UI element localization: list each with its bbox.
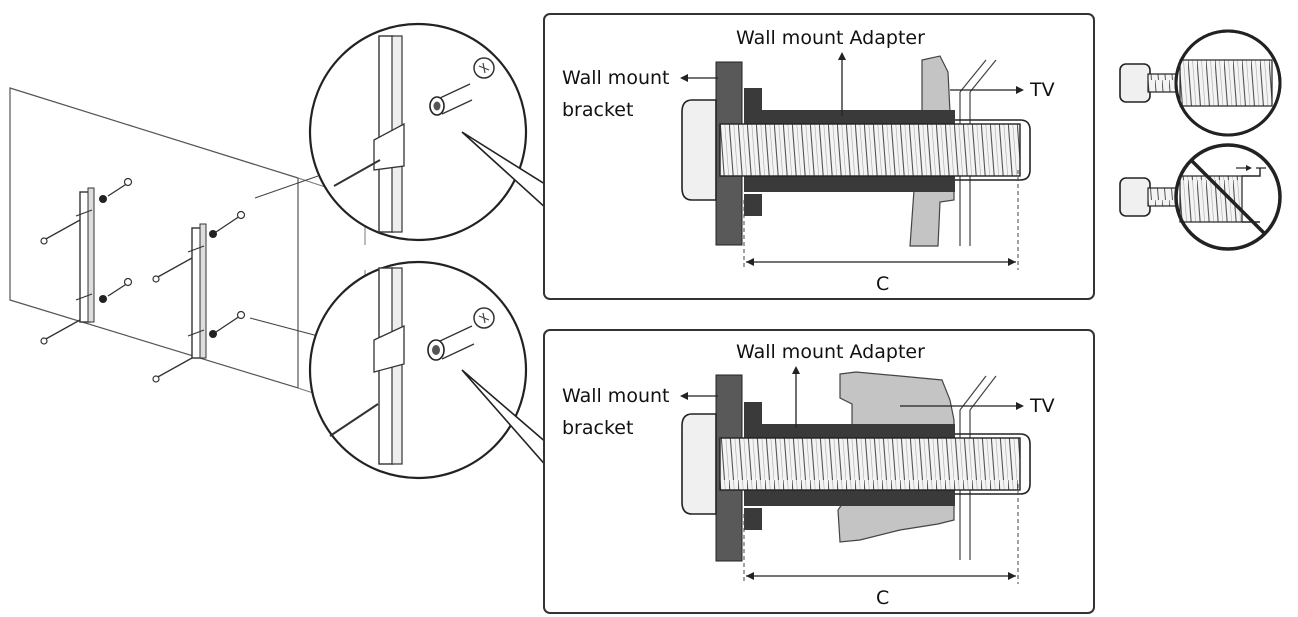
bracket-label: bracket xyxy=(562,417,633,439)
bracket-label: Wall mount xyxy=(562,67,669,89)
spacer-icon xyxy=(209,230,217,238)
incorrect-screw-example xyxy=(1119,143,1282,251)
screw-head-icon xyxy=(473,57,495,79)
tv-label: TV xyxy=(1029,79,1055,101)
screw-head-icon xyxy=(473,307,495,329)
wall-mount-adapter xyxy=(744,88,955,216)
zoom-callout-lines xyxy=(249,175,319,337)
bracket-label: Wall mount xyxy=(562,385,669,407)
bracket-label: bracket xyxy=(562,99,633,121)
adapter-label: Wall mount Adapter xyxy=(736,27,925,49)
spacer-icon xyxy=(429,83,473,116)
screw-icon xyxy=(333,159,381,187)
screw-head xyxy=(236,210,246,220)
screw-head xyxy=(236,310,246,320)
screw-head xyxy=(40,237,48,245)
detail-panel-bottom: Wall mount Adapter Wall mount bracket TV… xyxy=(543,329,1095,614)
magnified-circle-bottom xyxy=(308,260,528,480)
magnified-circle-top xyxy=(308,22,528,242)
bracket-icon xyxy=(75,187,95,323)
dimension-label: C xyxy=(876,273,889,295)
tv-label: TV xyxy=(1029,395,1055,417)
correct-screw-example xyxy=(1119,29,1282,137)
screw-head xyxy=(152,375,160,383)
spacer-icon xyxy=(99,295,107,303)
bracket-icon xyxy=(187,223,207,359)
adapter-label: Wall mount Adapter xyxy=(736,341,925,363)
spacer-icon xyxy=(427,325,475,361)
detail-panel-top: Wall mount Adapter Wall mount bracket TV… xyxy=(543,13,1095,300)
screw-shaft xyxy=(719,123,1021,177)
screw-head xyxy=(40,337,48,345)
screw-head xyxy=(681,413,717,515)
screw-icon xyxy=(43,182,241,379)
screw-head xyxy=(152,275,160,283)
screw-icon xyxy=(329,403,379,437)
screw-head xyxy=(681,99,717,201)
tv-back-overview xyxy=(9,87,366,411)
spacer-icon xyxy=(99,195,107,203)
dimension-label: C xyxy=(876,587,889,609)
screw-head xyxy=(123,177,133,187)
screw-head xyxy=(123,277,133,287)
tv-back-panel xyxy=(9,87,299,389)
prohibited-icon xyxy=(1174,143,1282,251)
wall-mount-adapter xyxy=(744,402,955,530)
spacer-icon xyxy=(209,330,217,338)
screw-shaft xyxy=(719,437,1021,491)
